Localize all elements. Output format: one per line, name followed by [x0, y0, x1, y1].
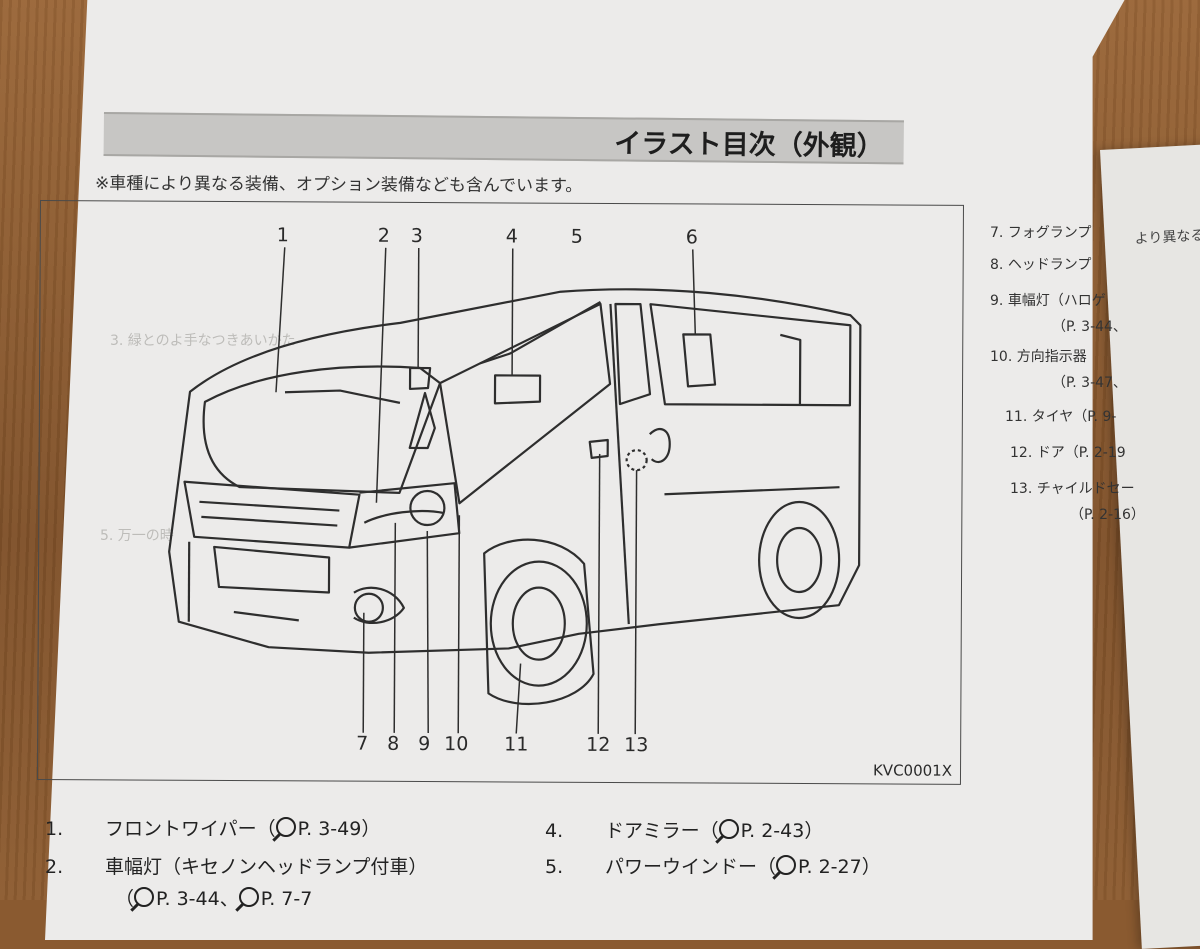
page-title: イラスト目次（外観） [614, 128, 884, 163]
magnifier-icon [776, 855, 797, 875]
callout-11: 11 [504, 733, 529, 756]
callout-3: 3 [410, 224, 423, 248]
callout-6: 6 [685, 226, 698, 249]
callout-5: 5 [570, 225, 583, 248]
adjacent-page-heading: より異なる装 [1134, 226, 1200, 248]
side-item: 7. フォグランプ [990, 225, 1092, 241]
side-item: （P. 3-47、 [1052, 375, 1127, 391]
callout-7: 7 [356, 732, 369, 755]
side-item: 12. ドア（P. 2-19 [1010, 445, 1126, 461]
callout-8: 8 [387, 732, 400, 755]
equipment-note: ※車種により異なる装備、オプション装備なども含んでいます。 [94, 173, 583, 197]
figure-code: KVC0001X [872, 761, 953, 780]
callout-12: 12 [586, 733, 611, 756]
side-item: 13. チャイルドセー [1010, 481, 1135, 497]
callout-1: 1 [276, 224, 289, 247]
magnifier-icon [275, 817, 296, 837]
callout-2: 2 [377, 224, 390, 247]
magnifier-icon [238, 887, 259, 907]
van-illustration: 1 2 3 4 5 6 7 8 9 10 11 12 13 KVC0001X [36, 200, 964, 785]
van-drawing [168, 247, 862, 735]
side-item: 9. 車幅灯（ハロゲ [990, 293, 1106, 309]
callout-13: 13 [624, 734, 649, 757]
callout-10: 10 [444, 733, 469, 756]
side-item: （P. 3-44、 [1052, 319, 1127, 335]
callout-9: 9 [418, 732, 431, 756]
list-item-5: 5.パワーウインドー（P. 2-27） [545, 855, 881, 878]
side-item: 8. ヘッドランプ [990, 257, 1092, 273]
magnifier-icon [134, 887, 155, 907]
list-item-4: 4.ドアミラー（P. 2-43） [545, 819, 824, 842]
callout-4: 4 [505, 225, 518, 248]
magnifier-icon [718, 819, 739, 839]
list-item-2-refs: （P. 3-44、P. 7-7 [115, 887, 313, 910]
title-bar: イラスト目次（外観） [103, 112, 904, 165]
side-item: 10. 方向指示器 [990, 349, 1087, 365]
list-item-1: 1.フロントワイパー（P. 3-49） [45, 817, 381, 840]
side-item: 11. タイヤ（P. 9- [1005, 409, 1117, 425]
bleed-through-text: 5. 万一の時 [100, 528, 174, 544]
side-item: （P. 2-16） [1070, 507, 1145, 523]
list-item-2: 2.車幅灯（キセノンヘッドランプ付車） [45, 856, 428, 878]
bleed-through-text: 3. 緑とのよ手なつきあいかた [110, 333, 296, 349]
